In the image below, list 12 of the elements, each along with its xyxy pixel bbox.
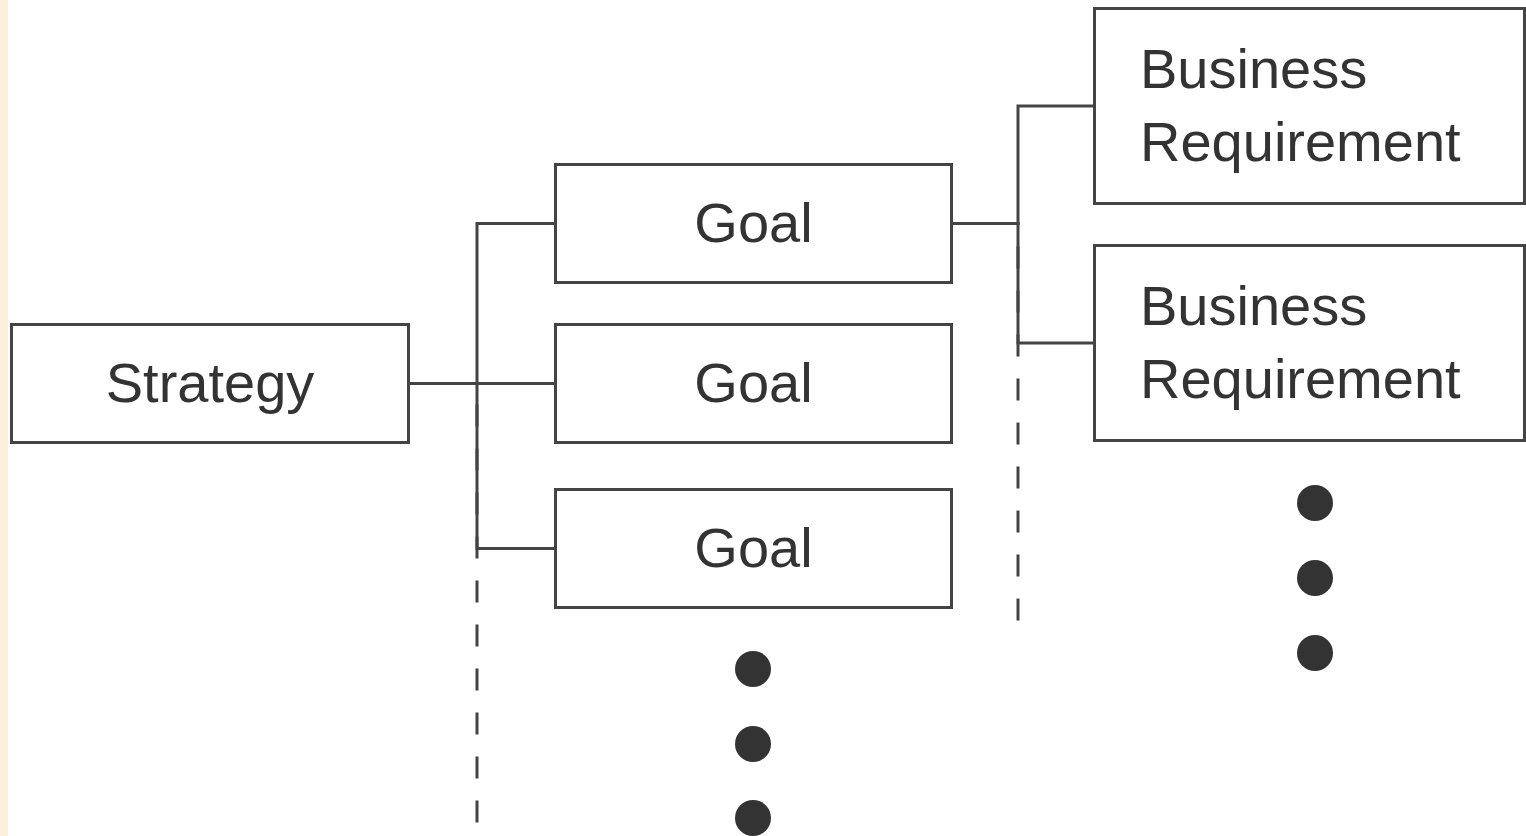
node-label: Strategy <box>105 350 315 417</box>
process-box <box>1093 7 1526 205</box>
node-label: Business Requirement <box>1140 36 1462 175</box>
process-box <box>10 323 410 444</box>
node-label: Goal <box>694 190 813 257</box>
process-box <box>554 163 953 284</box>
process-box <box>554 323 953 444</box>
process-box <box>554 488 953 609</box>
process-box <box>1093 244 1526 442</box>
node-label: Business Requirement <box>1140 273 1462 412</box>
node-label: Goal <box>694 515 813 582</box>
node-label: Goal <box>694 350 813 417</box>
